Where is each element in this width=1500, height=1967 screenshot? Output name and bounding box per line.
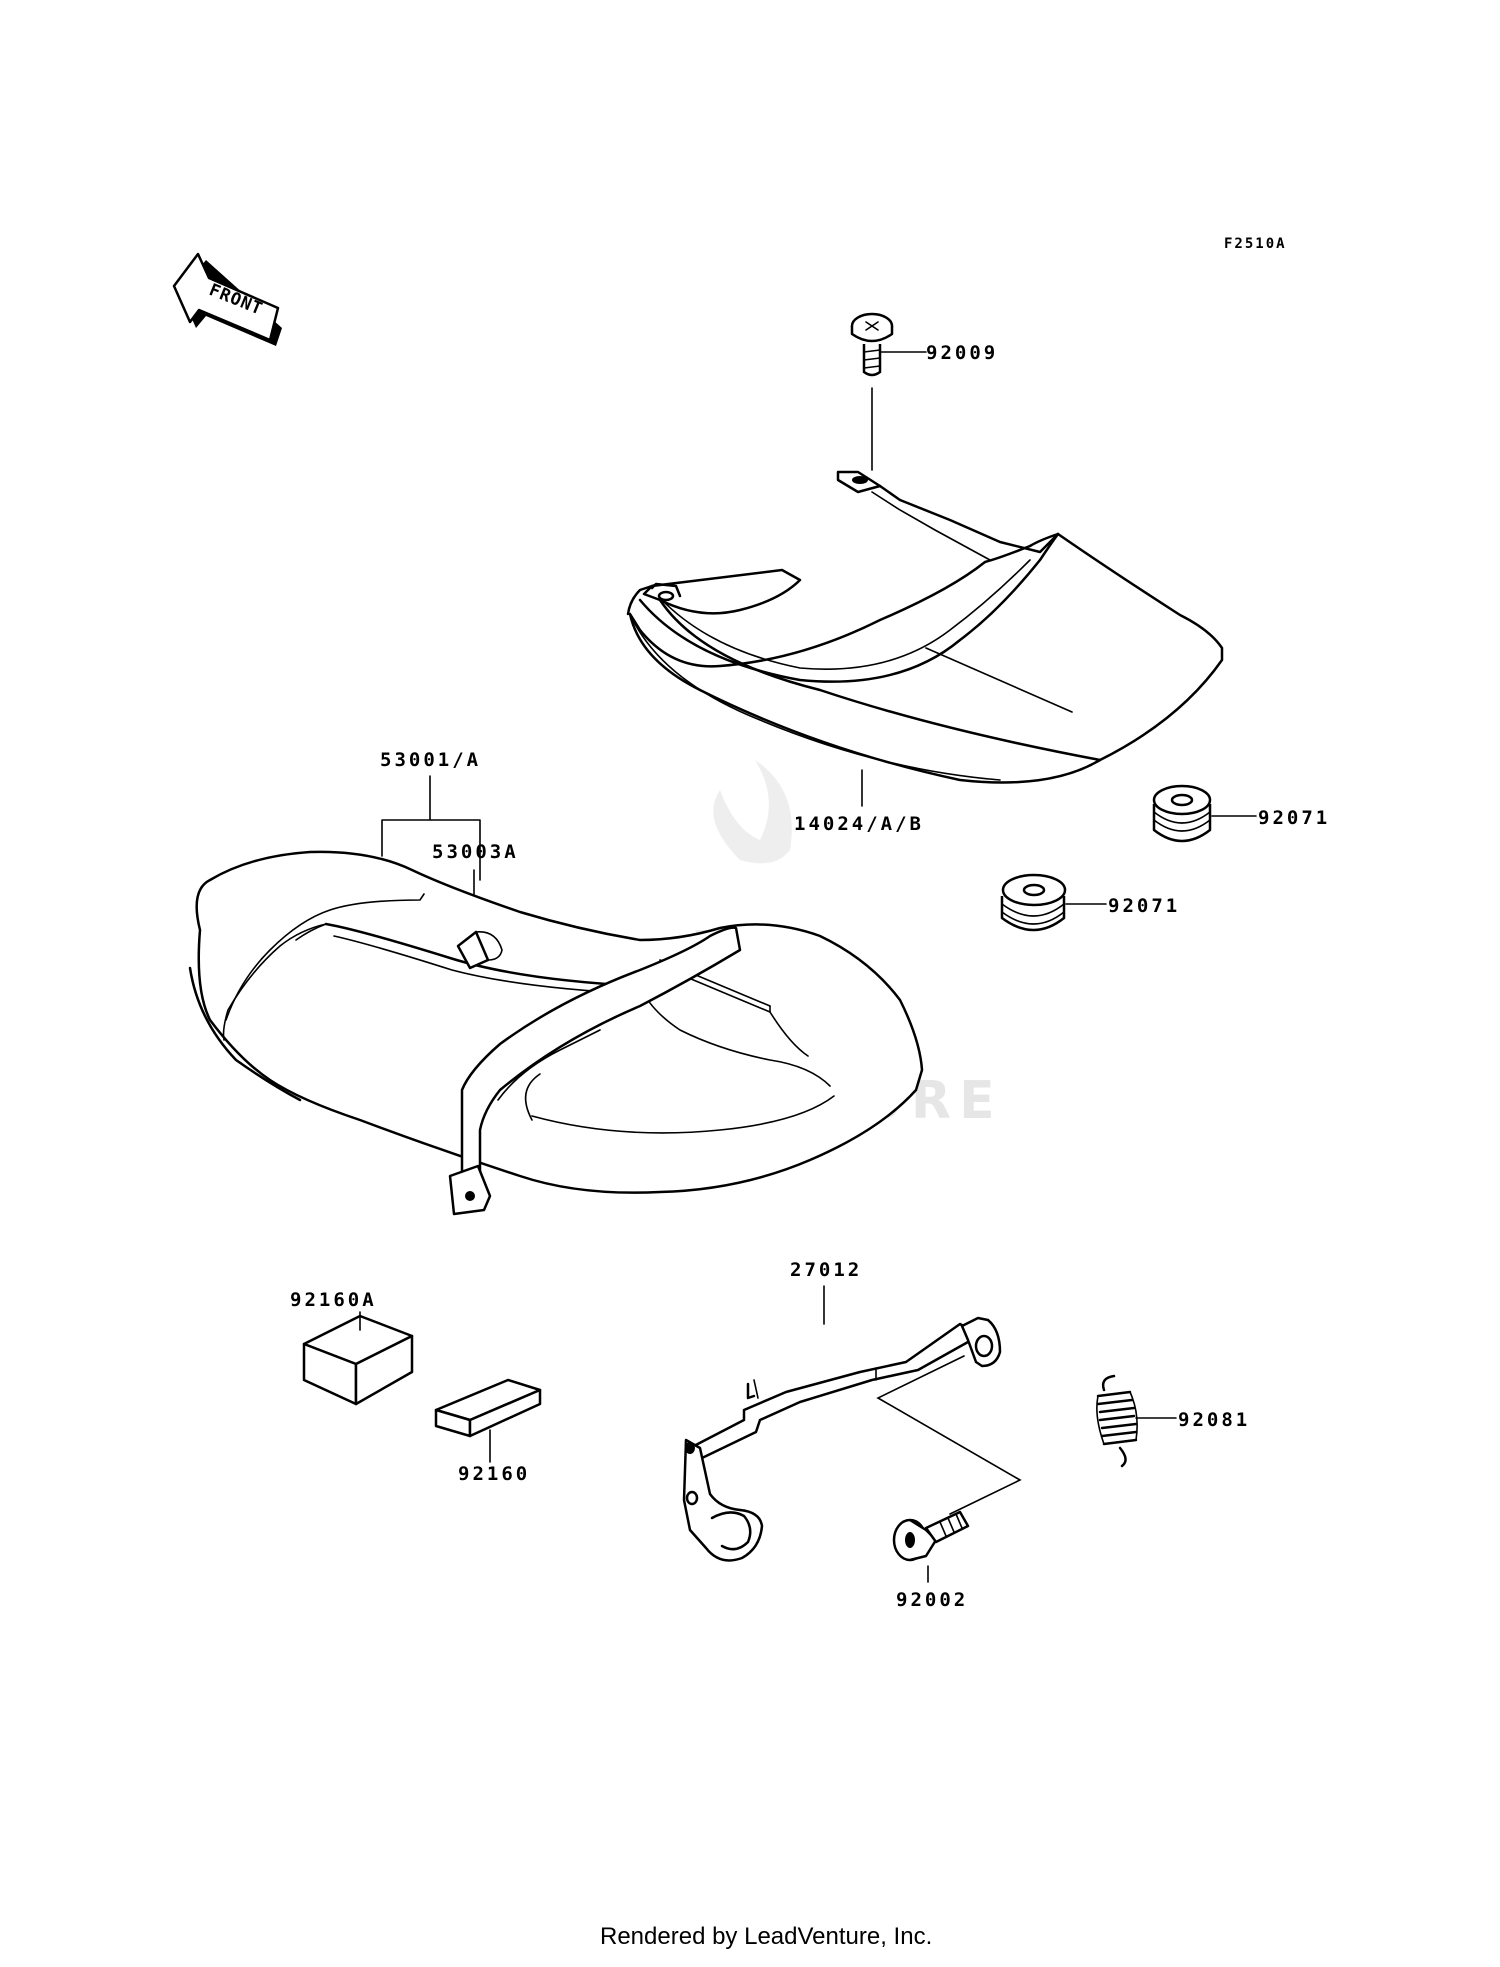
- carrier-14024-icon: [626, 470, 1224, 784]
- pad-92160a-icon: [302, 1314, 414, 1406]
- damper-92071-left-icon: [1000, 873, 1067, 932]
- assembly-leader-27012: [876, 1355, 1022, 1515]
- pad-92160-icon: [434, 1378, 542, 1438]
- label-92071-right: 92071: [1258, 807, 1330, 829]
- label-92071-left: 92071: [1108, 895, 1180, 917]
- label-92009: 92009: [926, 342, 998, 364]
- bracket-27012-icon: [682, 1316, 1002, 1562]
- label-53001: 53001/A: [380, 749, 481, 771]
- spring-92081-icon: [1096, 1374, 1138, 1468]
- label-27012: 27012: [790, 1259, 862, 1281]
- bolt-92002-icon: [892, 1510, 970, 1562]
- bracket-53001: [381, 775, 481, 881]
- bolt-92009-icon: [850, 312, 894, 377]
- label-92160a: 92160A: [290, 1289, 377, 1311]
- label-14024: 14024/A/B: [794, 813, 924, 835]
- front-arrow-icon: FRONT: [172, 252, 282, 346]
- label-53003: 53003A: [432, 841, 519, 863]
- label-92002: 92002: [896, 1589, 968, 1611]
- damper-92071-right-icon: [1152, 784, 1212, 843]
- label-92160: 92160: [458, 1463, 530, 1485]
- footer-credit: Rendered by LeadVenture, Inc.: [600, 1923, 932, 1950]
- label-92081: 92081: [1178, 1409, 1250, 1431]
- seat-53001-icon: [188, 850, 924, 1216]
- diagram-code: F2510A: [1224, 236, 1287, 252]
